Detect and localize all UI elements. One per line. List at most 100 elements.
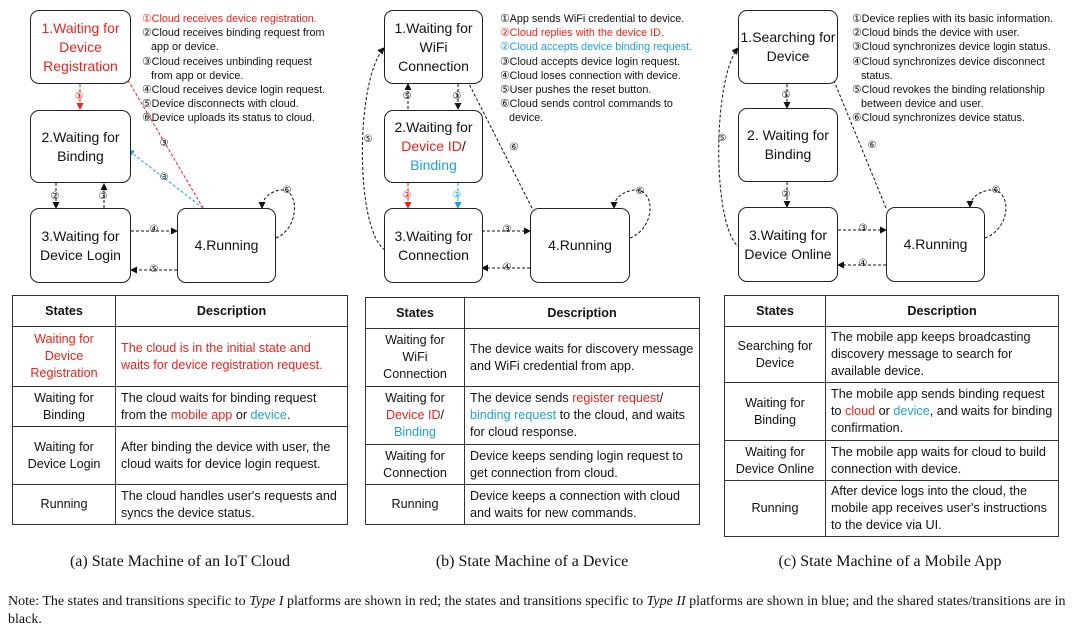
a-state-login: 3.Waiting for Device Login	[30, 208, 131, 283]
c-edge-5-revoke	[718, 47, 741, 249]
c-label-2: ②	[781, 189, 791, 200]
desc-text-red: mobile app	[170, 407, 233, 422]
state-text: Waiting for	[385, 391, 445, 405]
b-transition-notes: ①App sends WiFi credential to device. ②C…	[500, 12, 692, 126]
desc-text-red: register request	[572, 391, 660, 405]
c-label-6-self: ⑥	[991, 185, 1001, 196]
state-cell: Waiting for Device Login	[12, 426, 116, 485]
b-caption: (b) State Machine of a Device	[435, 553, 629, 570]
c-label-1: ①	[781, 90, 791, 101]
desc-text: , and waits for binding confirmation.	[831, 404, 1053, 435]
note-type2: Type II	[646, 594, 686, 609]
table-row: Waiting for Binding The mobile app sends…	[724, 382, 1059, 441]
b-label-2-blue: ②	[452, 190, 462, 201]
a-state-running: 4.Running	[177, 208, 276, 283]
b-label-4: ④	[502, 262, 512, 273]
footnote: Note: The states and transitions specifi…	[8, 593, 1072, 629]
b-note: ⑥Cloud sends control commands to	[500, 98, 673, 111]
description-cell: The mobile app keeps broadcasting discov…	[825, 326, 1059, 383]
description-cell: The device sends register request/ bindi…	[464, 386, 700, 445]
a-caption: (a) State Machine of an IoT Cloud	[69, 553, 291, 570]
c-edge-6-top	[827, 65, 887, 209]
description-cell: The mobile app waits for cloud to build …	[825, 440, 1059, 481]
b-note: ④Cloud loses connection with device.	[500, 69, 681, 82]
b-state-connection: 3.Waiting for Connection	[384, 208, 483, 283]
table-row: Running After device logs into the cloud…	[724, 480, 1059, 537]
description-header: Description	[464, 297, 700, 329]
c-note: ④Cloud synchronizes device disconnect	[852, 55, 1045, 68]
c-states-table: States Description Searching for Device …	[724, 295, 1059, 537]
desc-text-red: cloud	[845, 404, 876, 418]
states-header: States	[365, 297, 465, 329]
c-label-6-top: ⑥	[867, 140, 877, 151]
a-note: ⑤Device disconnects with cloud.	[142, 98, 299, 111]
description-cell: After binding the device with user, the …	[115, 426, 348, 485]
c-state-binding: 2. Waiting for Binding	[738, 108, 838, 182]
c-note: ⑤Cloud revokes the binding relationship	[852, 84, 1045, 97]
a-note: ③Cloud receives unbinding request	[142, 55, 312, 68]
b-state-deviceid-binding: 2.Waiting for Device ID/ Binding	[384, 110, 483, 183]
c-edge-6-self	[966, 189, 1007, 239]
desc-text: or	[875, 404, 894, 418]
b-note: device.	[500, 112, 544, 125]
b-label-5-left: ⑤	[363, 134, 373, 145]
c-label-5: ⑤	[717, 133, 727, 144]
a-state-binding: 2.Waiting for Binding	[30, 110, 131, 183]
a-note: app or device.	[142, 41, 219, 54]
a-transition-notes: ①Cloud receives device registration. ②Cl…	[142, 12, 325, 126]
a-label-3-red: ③	[159, 138, 169, 149]
b-note: ⑤User pushes the reset button.	[500, 84, 652, 97]
table-row: Waiting for Connection Device keeps send…	[365, 444, 700, 485]
table-header-row: States Description	[365, 297, 700, 329]
a-note: ④Cloud receives device login request.	[142, 84, 326, 97]
c-state-running: 4.Running	[886, 207, 985, 282]
a-state-registration: 1.Waiting for Device Registration	[30, 10, 131, 84]
b-edge-5-reset	[361, 47, 386, 251]
states-header: States	[724, 295, 826, 327]
state-text-blue: Binding	[393, 425, 436, 439]
desc-text: The mobile app sends binding request to	[831, 387, 1045, 418]
b-state-wifi: 1.Waiting for WiFi Connection	[384, 10, 483, 84]
c-note: ②Cloud binds the device with user.	[852, 27, 1020, 40]
c-state-searching: 1.Searching for Device	[738, 10, 838, 84]
description-cell: After device logs into the cloud, the mo…	[825, 480, 1059, 537]
a-edge-3-blue	[127, 149, 204, 209]
table-row: Waiting for Device Online The mobile app…	[724, 440, 1059, 481]
description-header: Description	[115, 295, 348, 327]
state-text-red: Device ID	[401, 138, 462, 154]
state-cell: Running	[12, 484, 116, 525]
b-label-6-self: ⑥	[635, 186, 645, 197]
state-cell: Waiting for Device Registration	[12, 326, 116, 387]
b-label-3: ③	[502, 224, 512, 235]
state-text: /	[440, 408, 445, 422]
a-label-3: ③	[98, 191, 108, 202]
b-note: ③Cloud accepts device login request.	[500, 55, 681, 68]
desc-text: to the cloud, and waits for cloud respon…	[470, 408, 685, 439]
a-note: from app or device.	[142, 69, 244, 82]
c-note: ⑥Cloud synchronizes device status.	[852, 112, 1025, 125]
description-cell: The mobile app sends binding request to …	[825, 382, 1059, 441]
table-row: Waiting for Binding The cloud waits for …	[12, 386, 348, 427]
state-cell: Waiting for Device Online	[724, 440, 826, 481]
state-cell: Waiting for Binding	[724, 382, 826, 441]
desc-text: The cloud waits for binding request from…	[121, 390, 317, 422]
state-cell: Running	[724, 480, 826, 537]
b-label-6-device: ⑥	[509, 142, 519, 153]
desc-text: /	[659, 391, 664, 405]
b-label-5-up: ⑤	[402, 91, 412, 102]
b-state-running: 4.Running	[530, 208, 630, 283]
b-edge-6-self	[610, 189, 651, 239]
desc-text-blue: device	[893, 404, 930, 418]
c-state-online: 3.Waiting for Device Online	[738, 207, 838, 282]
c-note: ①Device replies with its basic informati…	[852, 13, 1054, 25]
description-cell: Device keeps sending login request to ge…	[464, 444, 700, 485]
note-text: platforms are shown in red; the states a…	[283, 594, 647, 609]
table-row: Waiting for Device Registration The clou…	[12, 326, 348, 387]
desc-text-blue: device	[250, 407, 287, 422]
description-cell: The cloud is in the initial state and wa…	[115, 326, 348, 387]
table-row: Running The cloud handles user's request…	[12, 484, 348, 525]
state-cell: Searching for Device	[724, 326, 826, 383]
b-state-deviceid-binding-text: 2.Waiting for Device ID/ Binding	[394, 118, 472, 175]
